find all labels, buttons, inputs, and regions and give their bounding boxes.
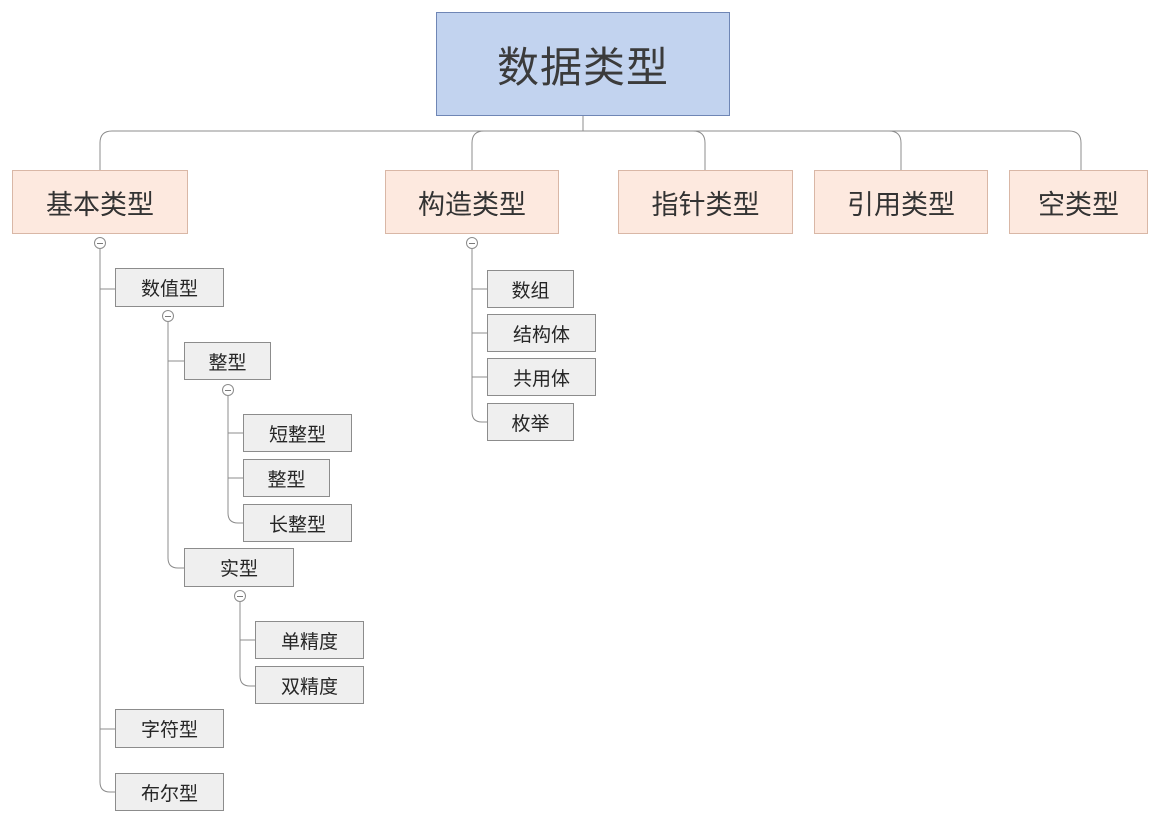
category-reference-label: 引用类型 bbox=[847, 189, 955, 221]
collapse-integer-toggle-icon[interactable] bbox=[222, 384, 234, 396]
connector-bus bbox=[99, 130, 1082, 170]
node-bool[interactable]: 布尔型 bbox=[115, 773, 224, 811]
collapse-constructed-toggle-icon[interactable] bbox=[466, 237, 478, 249]
node-struct-label: 结构体 bbox=[512, 323, 570, 346]
node-bool-label: 布尔型 bbox=[140, 782, 198, 805]
node-short-int[interactable]: 短整型 bbox=[243, 414, 352, 452]
connector-basic-trunk bbox=[99, 249, 115, 793]
connector-constructed-trunk bbox=[471, 249, 487, 423]
node-enum-label: 枚举 bbox=[511, 412, 550, 435]
category-constructed-label: 构造类型 bbox=[418, 189, 526, 221]
node-int-label: 整型 bbox=[267, 468, 306, 491]
root-node[interactable]: 数据类型 bbox=[436, 12, 730, 116]
collapse-basic-toggle-icon[interactable] bbox=[94, 237, 106, 249]
collapse-real-toggle-icon[interactable] bbox=[234, 590, 246, 602]
node-union-label: 共用体 bbox=[512, 367, 570, 390]
connector-drop-reference bbox=[888, 130, 902, 170]
node-double-label: 双精度 bbox=[280, 675, 338, 698]
connector-numeric-trunk bbox=[167, 322, 184, 569]
root-label: 数据类型 bbox=[496, 42, 669, 92]
node-enum[interactable]: 枚举 bbox=[487, 403, 574, 441]
category-pointer-label: 指针类型 bbox=[651, 189, 760, 221]
node-array[interactable]: 数组 bbox=[487, 270, 574, 308]
node-float[interactable]: 单精度 bbox=[255, 621, 364, 659]
category-void[interactable]: 空类型 bbox=[1009, 170, 1148, 234]
node-integer[interactable]: 整型 bbox=[184, 342, 271, 380]
node-array-label: 数组 bbox=[511, 279, 550, 302]
category-pointer[interactable]: 指针类型 bbox=[618, 170, 793, 234]
connector-drop-pointer bbox=[692, 130, 706, 170]
category-basic[interactable]: 基本类型 bbox=[12, 170, 188, 234]
node-numeric[interactable]: 数值型 bbox=[115, 268, 224, 307]
node-float-label: 单精度 bbox=[280, 630, 338, 653]
node-union[interactable]: 共用体 bbox=[487, 358, 596, 396]
category-basic-label: 基本类型 bbox=[46, 189, 154, 221]
connector-drop-constructed bbox=[471, 130, 485, 170]
category-void-label: 空类型 bbox=[1038, 189, 1119, 221]
category-reference[interactable]: 引用类型 bbox=[814, 170, 988, 234]
node-real[interactable]: 实型 bbox=[184, 548, 294, 587]
node-long-int[interactable]: 长整型 bbox=[243, 504, 352, 542]
node-short-int-label: 短整型 bbox=[268, 423, 326, 446]
collapse-numeric-toggle-icon[interactable] bbox=[162, 310, 174, 322]
node-integer-label: 整型 bbox=[208, 351, 247, 374]
connector-real-trunk bbox=[239, 602, 255, 687]
category-constructed[interactable]: 构造类型 bbox=[385, 170, 559, 234]
node-real-label: 实型 bbox=[219, 558, 258, 580]
node-int[interactable]: 整型 bbox=[243, 459, 330, 497]
node-double[interactable]: 双精度 bbox=[255, 666, 364, 704]
node-char[interactable]: 字符型 bbox=[115, 709, 224, 748]
node-struct[interactable]: 结构体 bbox=[487, 314, 596, 352]
node-long-int-label: 长整型 bbox=[268, 513, 326, 536]
node-char-label: 字符型 bbox=[140, 719, 198, 741]
node-numeric-label: 数值型 bbox=[140, 278, 198, 300]
connector-integer-trunk bbox=[227, 396, 243, 524]
